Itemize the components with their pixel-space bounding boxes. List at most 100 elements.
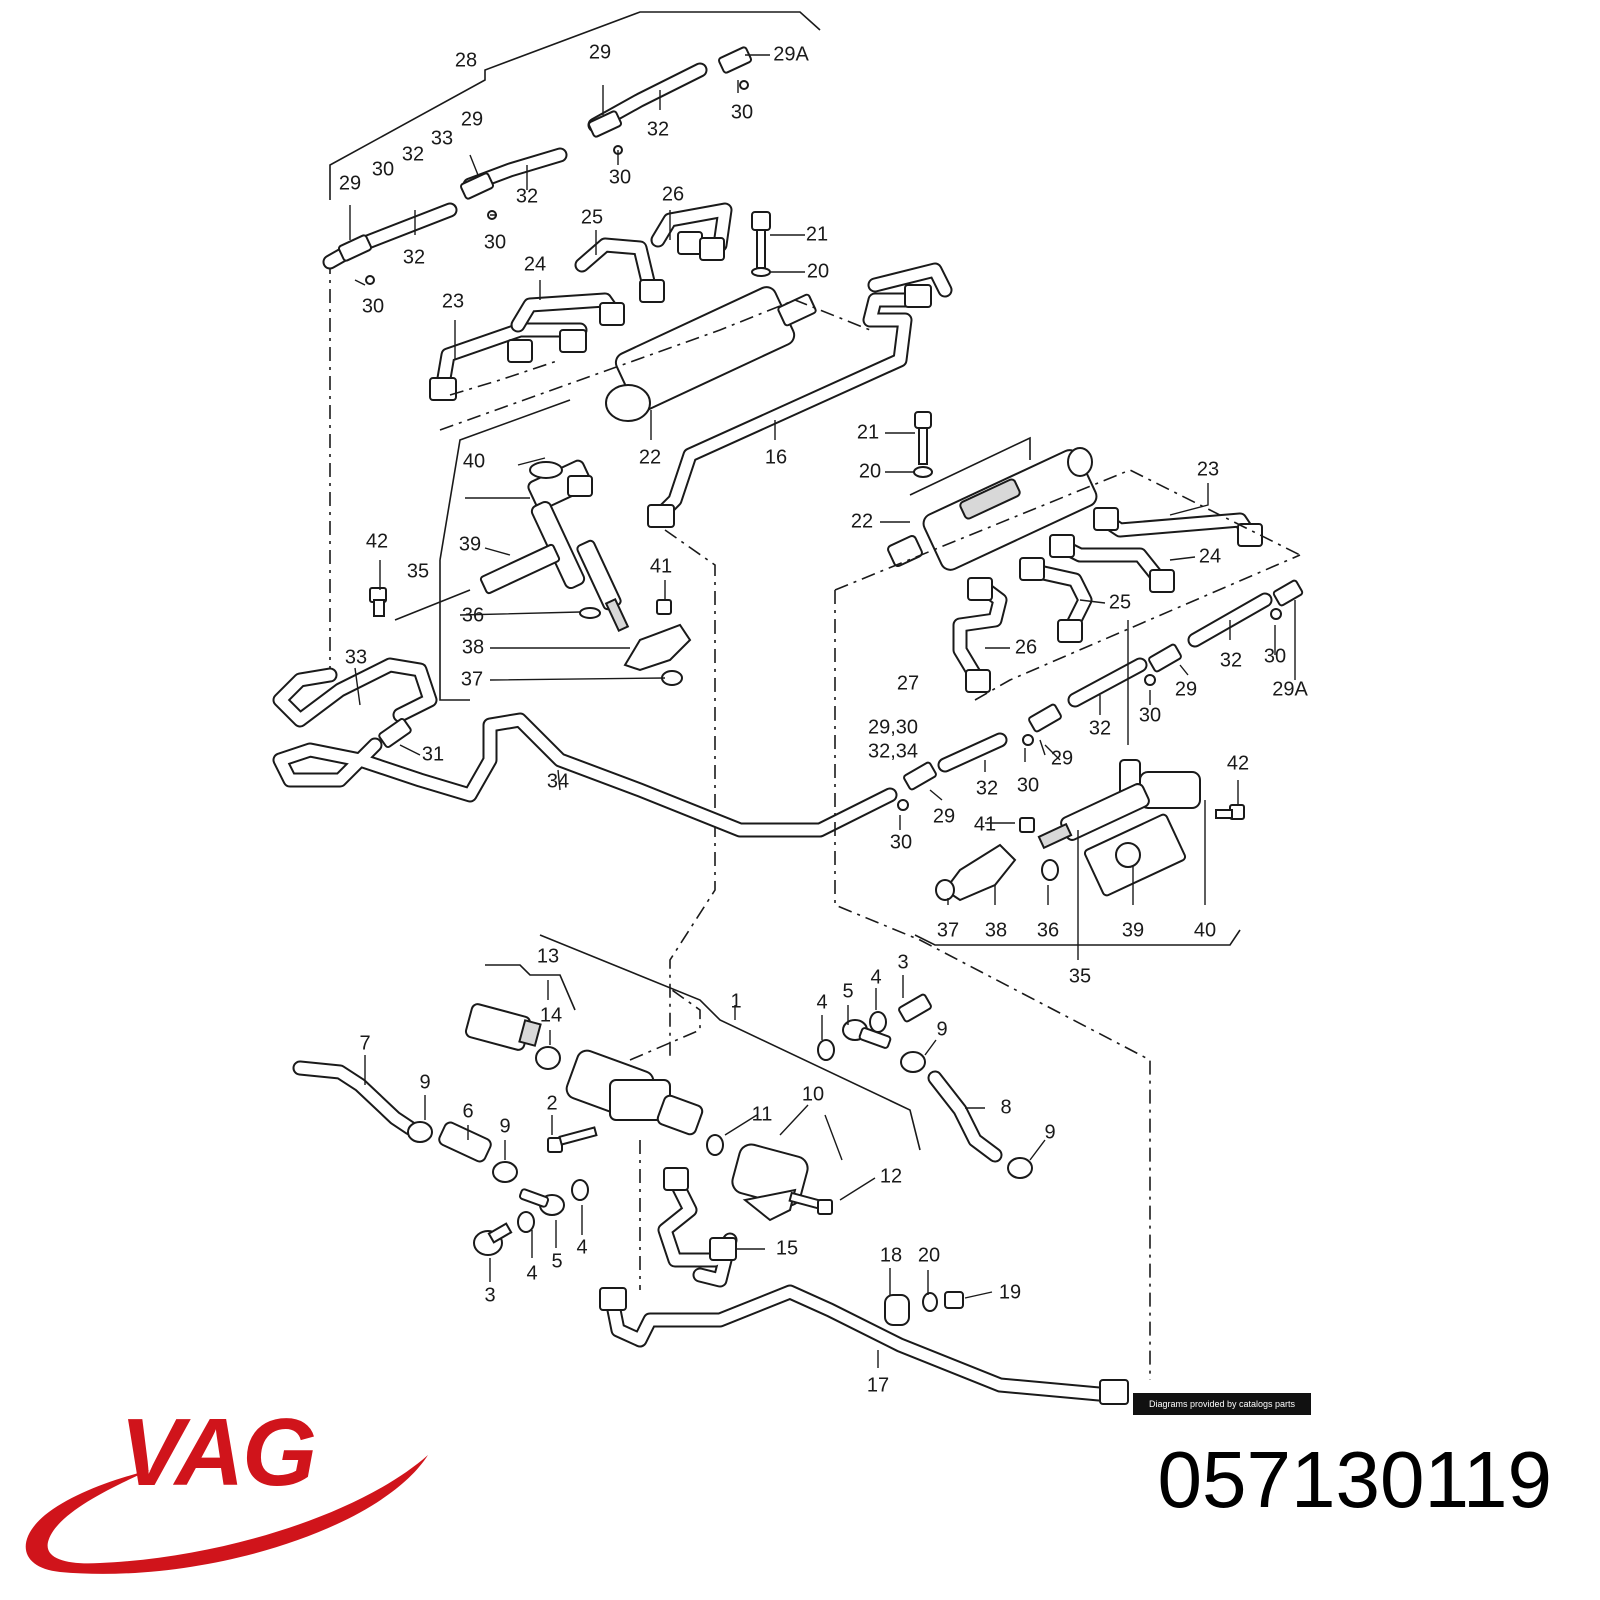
label-21: 21 <box>806 223 828 245</box>
label-9: 9 <box>499 1115 510 1137</box>
banjo-5 <box>518 1019 892 1216</box>
leader-lines <box>349 54 1296 1368</box>
seal-37-right <box>935 879 955 901</box>
bolt-42-right <box>1215 804 1245 820</box>
label-29: 29 <box>461 108 483 130</box>
label-32: 32 <box>516 185 538 207</box>
fuel-rail-right <box>887 447 1098 571</box>
label-3: 3 <box>897 951 908 973</box>
label-4: 4 <box>526 1262 537 1284</box>
label-9: 9 <box>1044 1121 1055 1143</box>
label-11: 11 <box>752 1103 773 1125</box>
label-6: 6 <box>462 1100 473 1122</box>
label-30: 30 <box>1017 774 1039 796</box>
label-36: 36 <box>1037 919 1059 941</box>
hose-7 <box>292 1060 418 1136</box>
injector-pipes-upper <box>429 202 733 401</box>
label-28: 28 <box>455 49 477 71</box>
clamp-39-left <box>479 543 561 595</box>
washer-36-left <box>579 607 601 619</box>
label-33: 33 <box>431 127 453 149</box>
label-27-subparts: 29,30 <box>868 716 918 738</box>
label-20: 20 <box>918 1244 940 1266</box>
nut-19 <box>944 1291 964 1309</box>
bolt-2 <box>547 1126 598 1153</box>
label-24: 24 <box>524 253 546 275</box>
bracket-38-right <box>943 843 1017 902</box>
group-bracket-13 <box>485 964 576 1011</box>
label-32: 32 <box>1089 717 1111 739</box>
pipe-17 <box>599 1284 1129 1405</box>
label-4: 4 <box>576 1236 587 1258</box>
label-9: 9 <box>936 1018 947 1040</box>
label-25: 25 <box>581 206 603 228</box>
label-5: 5 <box>842 980 853 1002</box>
bracket-38-left <box>623 623 692 672</box>
bolt-21-upper <box>751 211 771 277</box>
label-27: 27 <box>897 672 919 694</box>
part-labels: 28 29 29 29 29A 30 30 30 30 30 32 32 32 … <box>339 41 1309 1396</box>
dashed-box-right <box>834 469 1301 1380</box>
label-23: 23 <box>442 290 464 312</box>
label-30: 30 <box>484 231 506 253</box>
label-40: 40 <box>463 450 485 472</box>
label-30: 30 <box>731 101 753 123</box>
label-15: 15 <box>776 1237 798 1259</box>
label-4: 4 <box>870 966 881 988</box>
label-22: 22 <box>639 446 661 468</box>
label-7: 7 <box>359 1032 370 1054</box>
label-29: 29 <box>1051 747 1073 769</box>
label-32: 32 <box>403 246 425 268</box>
label-1: 1 <box>730 990 741 1012</box>
label-32: 32 <box>647 118 669 140</box>
leak-hose-33-34 <box>272 657 898 838</box>
label-22: 22 <box>851 510 873 532</box>
label-38: 38 <box>462 636 484 658</box>
label-19: 19 <box>999 1281 1021 1303</box>
label-31: 31 <box>422 743 444 765</box>
hose-8 <box>927 1070 1003 1163</box>
hose-clamps-9 <box>407 1051 1033 1183</box>
label-30: 30 <box>372 158 394 180</box>
diagram-credit: Diagrams provided by catalogs parts <box>1133 1393 1311 1415</box>
injector-left <box>527 459 630 633</box>
nut-41-right <box>1019 817 1035 833</box>
label-33: 33 <box>345 646 367 668</box>
label-35: 35 <box>407 560 429 582</box>
label-8: 8 <box>1000 1096 1011 1118</box>
label-2: 2 <box>546 1092 557 1114</box>
bolt-21-right <box>913 411 933 478</box>
sender-14 <box>464 1003 561 1070</box>
group-bracket-28 <box>329 11 821 200</box>
label-18: 18 <box>880 1244 902 1266</box>
label-30: 30 <box>1264 645 1286 667</box>
label-16: 16 <box>765 446 787 468</box>
label-32: 32 <box>402 143 424 165</box>
label-26: 26 <box>662 183 684 205</box>
label-9: 9 <box>419 1071 430 1093</box>
label-17: 17 <box>867 1374 889 1396</box>
label-26: 26 <box>1015 636 1037 658</box>
label-14: 14 <box>540 1004 562 1026</box>
part-number: 057130119 <box>1157 1435 1553 1524</box>
label-40: 40 <box>1194 919 1216 941</box>
label-42: 42 <box>1227 752 1249 774</box>
fuel-rail-upper <box>605 286 817 422</box>
label-24: 24 <box>1199 545 1221 567</box>
label-30: 30 <box>362 295 384 317</box>
label-30: 30 <box>890 831 912 853</box>
washer-20-lower <box>922 1292 938 1312</box>
label-42: 42 <box>366 530 388 552</box>
label-29: 29 <box>339 172 361 194</box>
dashed-rail-box-upper <box>439 299 871 431</box>
label-29A: 29A <box>1272 678 1308 700</box>
vag-swoosh-icon <box>25 1455 428 1574</box>
nut-41-left <box>656 599 672 615</box>
label-29: 29 <box>589 41 611 63</box>
label-32: 32 <box>976 777 998 799</box>
label-29: 29 <box>1175 678 1197 700</box>
label-37: 37 <box>937 919 959 941</box>
label-30: 30 <box>1139 704 1161 726</box>
label-29: 29 <box>933 805 955 827</box>
label-20: 20 <box>807 260 829 282</box>
